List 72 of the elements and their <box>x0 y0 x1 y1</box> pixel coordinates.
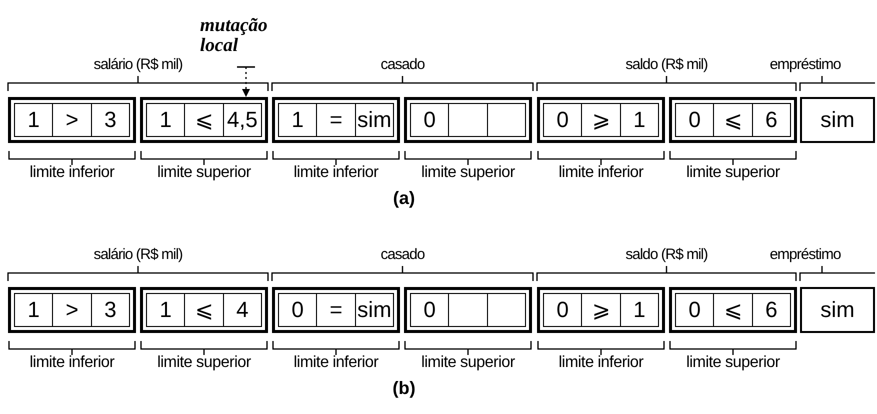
bracket-label: limite inferior <box>30 355 114 371</box>
value-text: sim <box>820 109 855 131</box>
group-heading: salário (R$ mil) <box>94 247 182 262</box>
cell-value: 0 <box>688 299 701 321</box>
bracket-label: limite inferior <box>294 355 378 371</box>
gene-box <box>272 97 400 143</box>
cell-value: 1 <box>28 109 40 131</box>
bracket-label: limite superior <box>157 165 251 181</box>
cell-value: 3 <box>104 109 116 131</box>
cell-value: 1 <box>633 299 646 321</box>
cell-value: ⩾ <box>592 109 610 131</box>
gene-box <box>8 287 136 333</box>
cell-value: 1 <box>292 109 304 131</box>
bracket-label: limite inferior <box>30 165 114 181</box>
cell-value: > <box>66 109 78 131</box>
panel-caption: (b) <box>392 379 416 397</box>
cell-value: ⩽ <box>724 299 742 321</box>
cell-value: = <box>330 299 342 321</box>
cell-value: 0 <box>424 299 436 321</box>
value-box <box>800 97 875 143</box>
cell-value: 1 <box>160 109 172 131</box>
bracket-label: limite inferior <box>558 165 644 181</box>
cell-value: 1 <box>160 299 172 321</box>
cell-value: = <box>330 109 342 131</box>
gene-box <box>669 97 797 143</box>
gene-box <box>404 97 532 143</box>
cell-value: 0 <box>292 299 304 321</box>
gene-box <box>140 287 268 333</box>
cell-value: sim <box>357 299 392 321</box>
gene-box <box>404 287 532 333</box>
bracket-label: limite superior <box>686 165 780 181</box>
value-text: sim <box>820 299 855 321</box>
bracket-label: limite superior <box>157 355 251 371</box>
group-heading: casado <box>380 247 424 262</box>
panel-caption: (a) <box>393 189 415 207</box>
cell-value: 1 <box>633 109 646 131</box>
cell-value: ⩽ <box>194 299 213 321</box>
cell-value: 4 <box>236 299 248 321</box>
bracket-label: limite inferior <box>558 355 644 371</box>
cell-value: 1 <box>28 299 40 321</box>
leader-arrow <box>236 66 256 97</box>
cell-value: 0 <box>556 299 569 321</box>
value-box <box>800 287 875 333</box>
cell-value: ⩾ <box>592 299 610 321</box>
bracket-label: limite superior <box>421 165 515 181</box>
cell-value: ⩽ <box>194 109 213 131</box>
cell-value: 6 <box>765 109 778 131</box>
gene-box <box>537 287 665 333</box>
gene-box <box>272 287 400 333</box>
gene-box <box>669 287 797 333</box>
cell-value: 6 <box>765 299 778 321</box>
cell-value: ⩽ <box>724 109 742 131</box>
group-heading: salário (R$ mil) <box>94 57 182 72</box>
bracket-label: limite inferior <box>294 165 378 181</box>
cell-value: 0 <box>688 109 701 131</box>
group-heading: empréstimo <box>770 247 841 262</box>
cell-value: > <box>66 299 78 321</box>
group-heading: empréstimo <box>770 57 841 72</box>
bracket-label: limite superior <box>421 355 515 371</box>
group-heading: saldo (R$ mil) <box>625 247 708 262</box>
bracket-label: limite superior <box>686 355 780 371</box>
cell-value: sim <box>357 109 392 131</box>
gene-box <box>537 97 665 143</box>
cell-value: 0 <box>556 109 569 131</box>
cell-value: 3 <box>104 299 116 321</box>
group-heading: casado <box>380 57 424 72</box>
gene-box <box>140 97 268 143</box>
group-heading: saldo (R$ mil) <box>625 57 708 72</box>
annotation-text: mutação local <box>200 16 284 56</box>
gene-box <box>8 97 136 143</box>
cell-value: 4,5 <box>227 109 258 131</box>
cell-value: 0 <box>424 109 436 131</box>
